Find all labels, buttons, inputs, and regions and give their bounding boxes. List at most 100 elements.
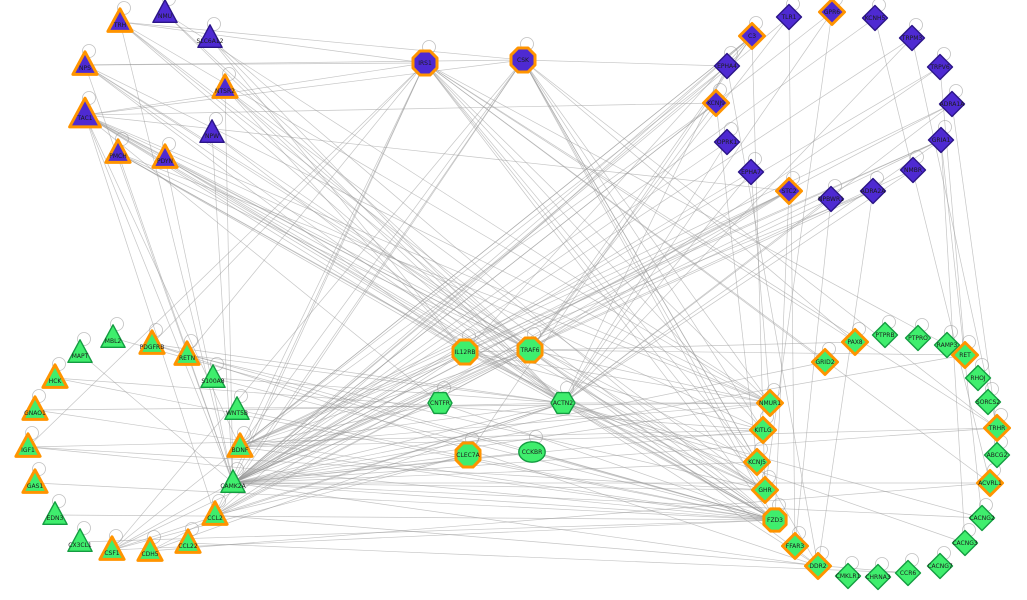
node-shape-TAC1	[68, 96, 102, 129]
node-shape-CCL22	[174, 528, 202, 554]
edge-CSK-FZD3	[522, 59, 776, 521]
node-shape-NPW	[199, 119, 225, 144]
edge-KCNH5-CAMK2A	[232, 17, 876, 484]
node-shape-MAPT	[67, 339, 93, 364]
edge-NPS-CSK	[84, 59, 524, 66]
edge-ADRA1A-TRHR	[951, 103, 998, 429]
node-shape-TLR1	[775, 3, 803, 31]
edge-TRAF6-NMUR1	[529, 349, 771, 404]
self-loop-EDN3	[52, 494, 66, 508]
node-shape-TRPV6	[926, 53, 954, 81]
edge-MAPT-CAMK2A	[79, 352, 234, 484]
edge-CCL22-CCR6	[187, 542, 909, 574]
node-shape-KITLG	[749, 416, 777, 444]
edge-CAMK2A-KITLG	[232, 429, 764, 484]
edge-GRIA1-BDNF	[239, 139, 942, 448]
edge-ACTN2-CACNG2	[562, 402, 983, 519]
node-CLEC7A[interactable]: CLEC7A	[454, 441, 482, 469]
edge-IRS1-TRHR	[424, 62, 998, 429]
node-shape-TRAF6	[516, 336, 544, 364]
node-shape-GPR6	[818, 0, 846, 26]
node-CCKBR[interactable]: CCKBR	[518, 441, 546, 463]
edge-TRAF6-GHR	[529, 349, 766, 491]
edge-TRAF6-RET	[529, 349, 966, 356]
edge-GAS1-FZD3	[34, 482, 776, 521]
node-TRAF6[interactable]: TRAF6	[516, 336, 544, 364]
node-shape-RAMP3	[933, 331, 961, 359]
node-CNTFR[interactable]: CNTFR	[427, 391, 453, 415]
edge-KCNJ9-BDNF	[239, 102, 717, 448]
node-shape-PTPRO	[904, 324, 932, 352]
node-shape-PMCH	[104, 138, 132, 164]
edge-NTSR2-GHR	[224, 87, 766, 491]
edge-TAC1-KCNJ9	[84, 102, 717, 116]
edge-IL12RB-KITLG	[464, 351, 764, 431]
node-shape-NMUR1	[756, 389, 784, 417]
edge-GRIA1-IL12RB	[464, 139, 942, 353]
edge-BDNF-TRHR	[239, 427, 998, 448]
edge-STC2-BDNF	[239, 190, 790, 448]
edge-IRS1-KCNJ5	[424, 62, 758, 463]
edge-TAC1-IRS1	[84, 62, 426, 116]
edge-IL12RB-CSF1	[111, 351, 466, 551]
node-shape-RETN	[173, 340, 201, 366]
edge-TRH-ACTN2	[119, 21, 564, 404]
node-shape-SLC6A12	[197, 24, 223, 49]
edge-GNAO1-NMUR1	[34, 402, 771, 411]
node-CSK[interactable]: CSK	[509, 46, 537, 74]
edge-CSK-PAX8	[522, 59, 856, 343]
node-ACTN2[interactable]: ACTN2	[550, 391, 576, 415]
node-shape-OPRK1	[713, 128, 741, 156]
node-shape-ADRA2A	[859, 177, 887, 205]
edge-C3-CSF1	[111, 35, 753, 551]
edge-GRIA1-CACNG2	[940, 139, 983, 519]
edge-NMBR-CAMK2A	[232, 169, 914, 484]
node-IL12RB[interactable]: IL12RB	[451, 338, 479, 366]
node-shape-C3	[738, 22, 766, 50]
edge-PMCH-TRAF6	[117, 152, 531, 351]
node-shape-CAMK2A	[220, 469, 246, 494]
node-shape-CDH5	[136, 536, 164, 562]
edge-TAC1-STC2	[84, 114, 790, 192]
edge-SLC6A12-ACTN2	[209, 37, 564, 404]
node-shape-GRID2	[811, 348, 839, 376]
edge-KCNJ9-KCNJ5	[715, 102, 758, 463]
node-shape-BDNF	[226, 432, 254, 458]
edge-TRH-CSK	[119, 21, 524, 61]
edge-CAMK2A-GHR	[232, 482, 766, 491]
node-TAC1[interactable]: TAC1	[68, 96, 102, 129]
node-shape-SORCS2	[974, 388, 1002, 416]
edge-IRS1-RETN	[186, 62, 426, 356]
edge-PDYN-ACTN2	[164, 157, 564, 404]
node-shape-CHRNA3	[864, 563, 892, 591]
edge-EPHA7-CAMK2A	[232, 171, 752, 484]
edge-CCL2-CCR6	[214, 514, 909, 574]
node-shape-EDN3	[42, 501, 68, 526]
edge-ADRA1A-BDNF	[239, 103, 953, 448]
node-shape-KCNJ5	[743, 448, 771, 476]
node-shape-S100A8	[200, 364, 226, 389]
node-shape-MBL2	[100, 324, 126, 349]
edge-CAMK2A-TRHR	[232, 427, 998, 484]
node-shape-NPBWR1	[817, 185, 845, 213]
edge-CSK-CCL2	[214, 59, 524, 516]
node-FZD3[interactable]: FZD3	[762, 507, 788, 533]
node-shape-NPS	[71, 50, 99, 76]
edge-IRS1-GHR	[424, 62, 766, 491]
edge-TAC1-NMUR1	[84, 114, 771, 404]
edge-TRH-IRS1	[119, 21, 426, 64]
node-IRS1[interactable]: IRS1	[411, 49, 439, 77]
self-loop-CX3CL1	[77, 521, 91, 535]
edge-ADRA2A-BDNF	[239, 190, 874, 448]
edge-TRAF6-FZD3	[529, 349, 776, 521]
node-shape-KCNJ9	[702, 89, 730, 117]
edge-IRS1-RET	[424, 62, 966, 356]
edge-TRH-FZD3	[119, 21, 776, 521]
edge-TRH-CAMK2A	[119, 21, 234, 484]
edge-CX3CL1-FZD3	[79, 519, 776, 543]
node-shape-ADRA1A	[938, 90, 966, 118]
node-shape-CSF1	[98, 535, 126, 561]
edge-ACTN2-DDR2	[562, 402, 819, 567]
